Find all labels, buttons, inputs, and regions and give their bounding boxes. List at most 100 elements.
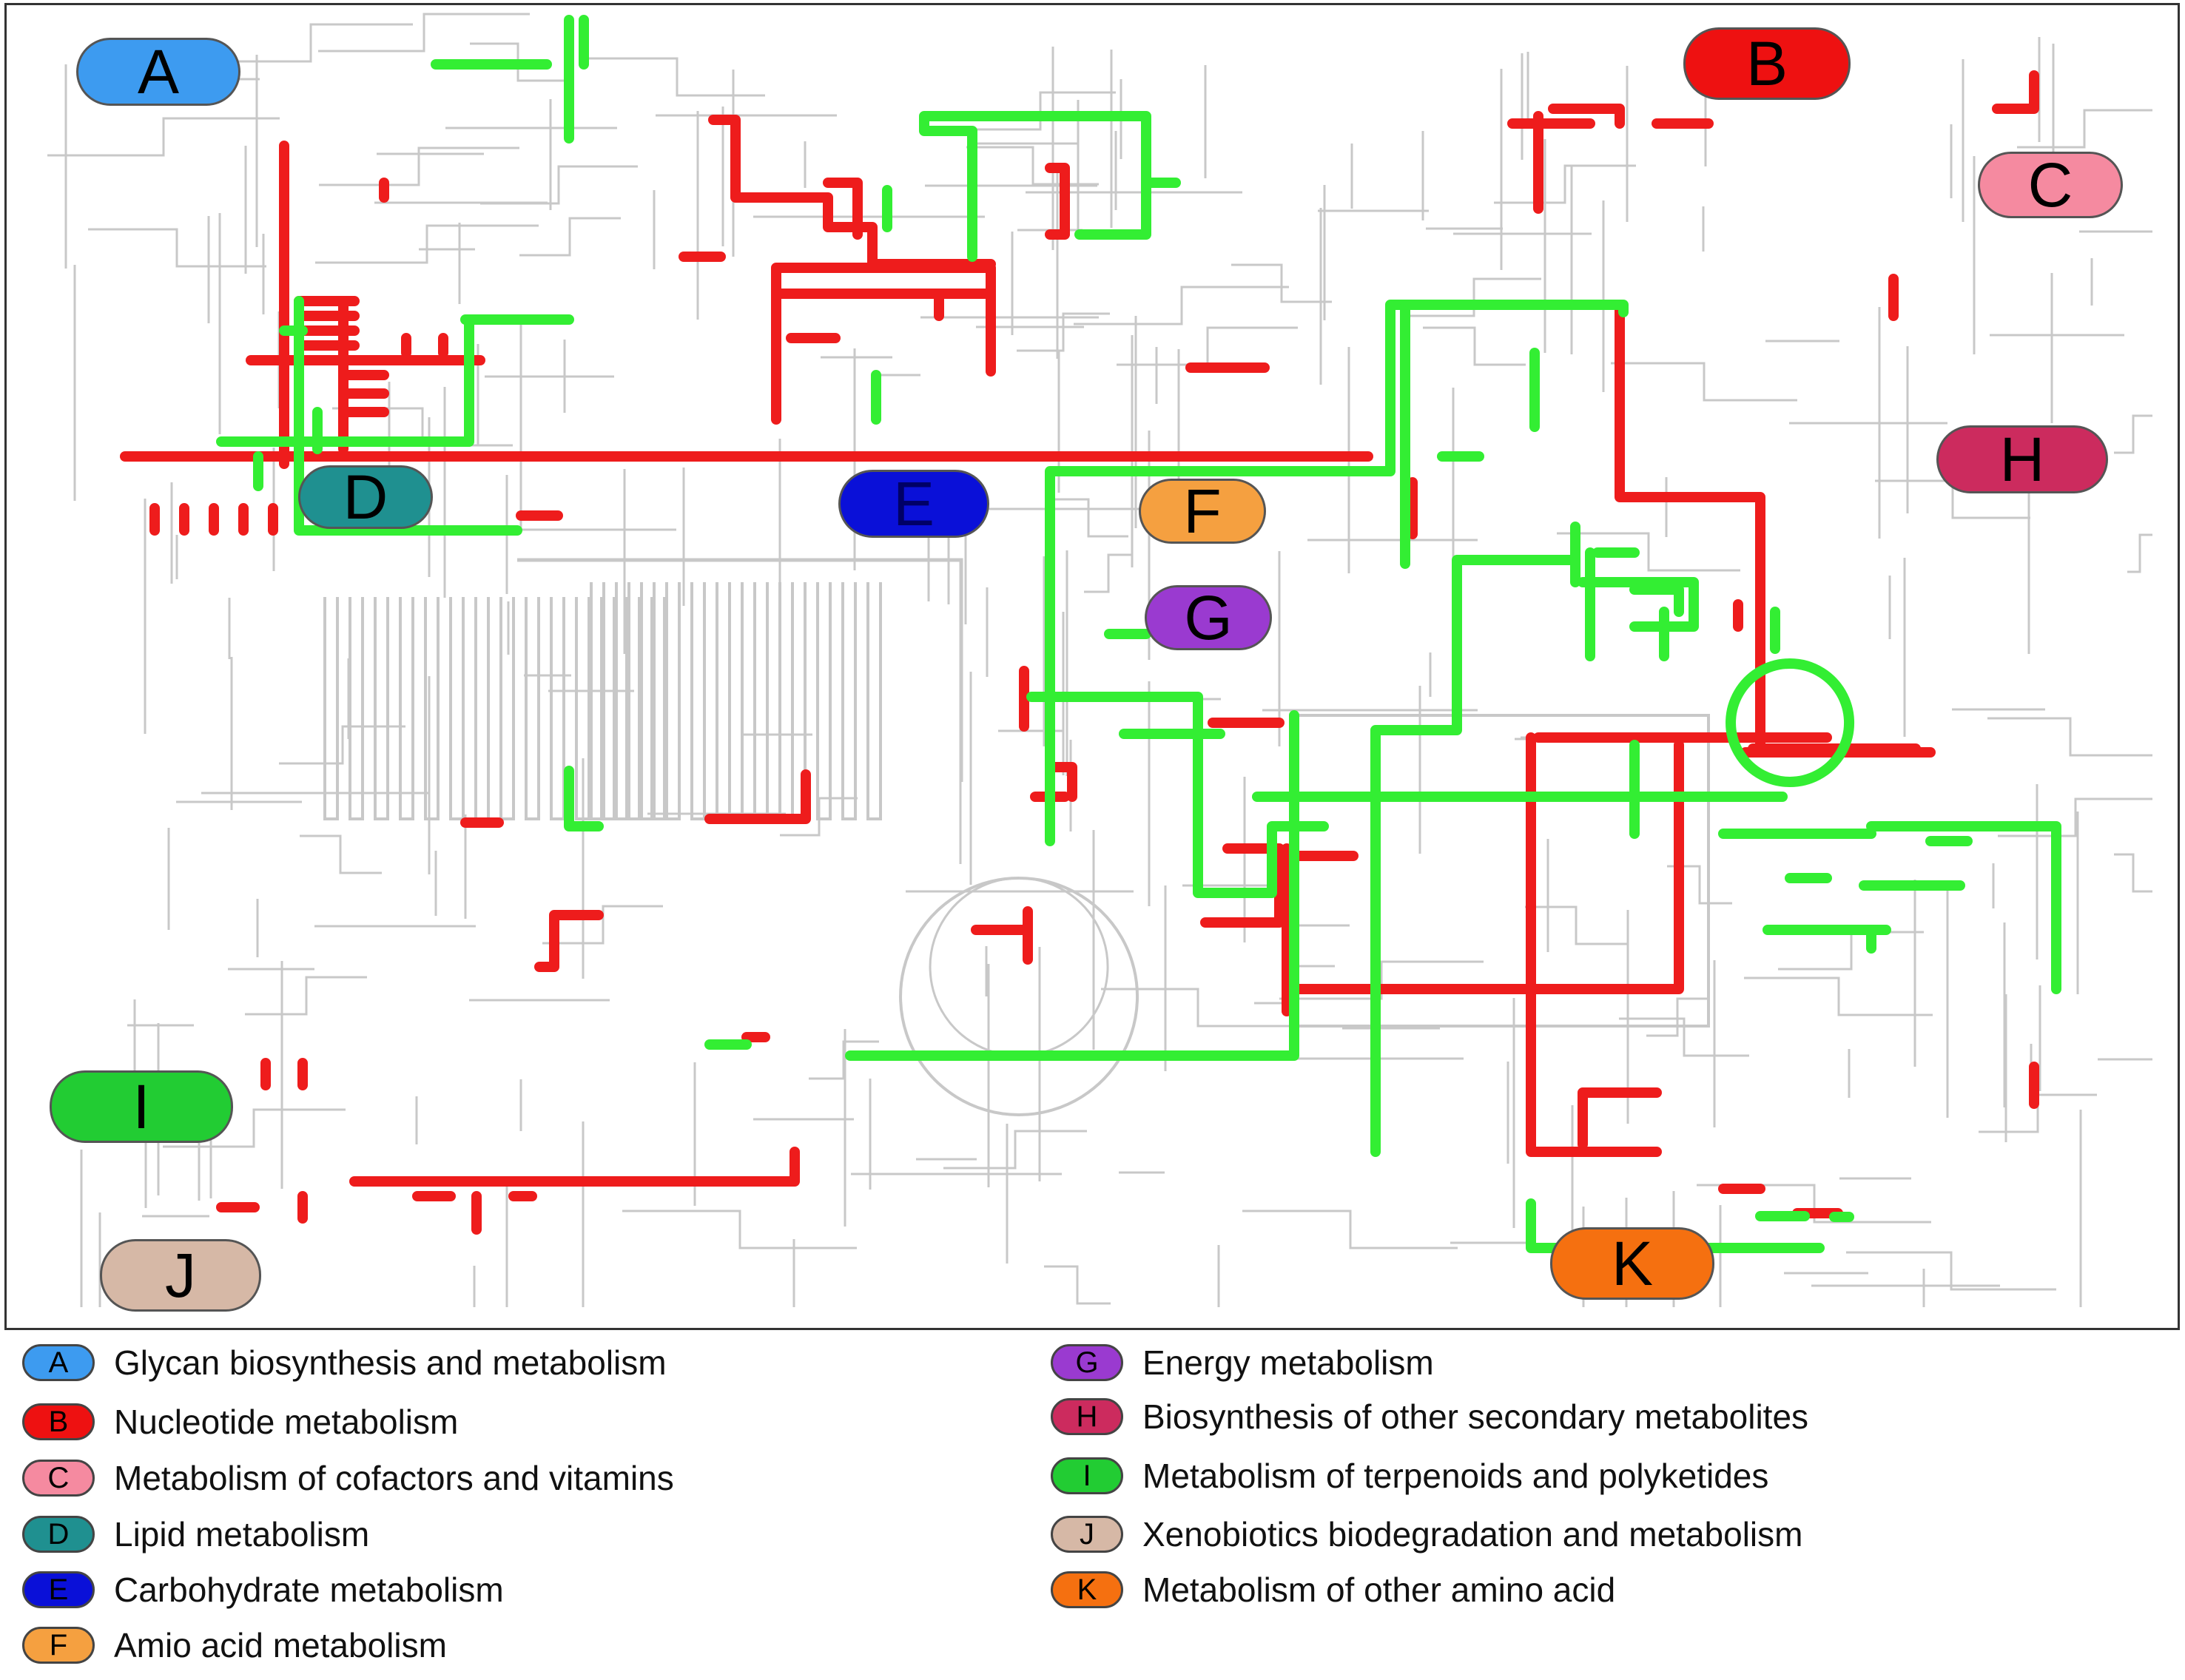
grey-pathway bbox=[716, 582, 731, 820]
legend-badge-J: J bbox=[1051, 1516, 1123, 1553]
legend-item-J: J Xenobiotics biodegradation and metabol… bbox=[1051, 1508, 1802, 1560]
grey-pathway bbox=[300, 834, 382, 874]
legend-badge-K: K bbox=[1051, 1571, 1123, 1608]
red-pathway-26 bbox=[1526, 732, 1662, 1157]
red-pathway-10 bbox=[823, 178, 863, 240]
map-label-E: E bbox=[838, 470, 989, 538]
grey-pathway bbox=[929, 877, 1109, 1057]
legend-item-H: H Biosynthesis of other secondary metabo… bbox=[1051, 1391, 1808, 1443]
grey-pathway bbox=[374, 597, 389, 820]
legend-item-F: F Amio acid metabolism bbox=[22, 1619, 447, 1671]
grey-pathway bbox=[399, 597, 414, 820]
grey-pathway bbox=[1017, 312, 1110, 352]
legend: A Glycan biosynthesis and metabolism B N… bbox=[0, 1332, 2185, 1680]
legend-badge-E: E bbox=[22, 1571, 95, 1608]
legend-badge-D: D bbox=[22, 1516, 95, 1553]
red-pathway-41 bbox=[349, 1147, 800, 1187]
map-label-F: F bbox=[1139, 479, 1266, 544]
legend-text-B: Nucleotide metabolism bbox=[114, 1403, 459, 1441]
legend-badge-H: H bbox=[1051, 1398, 1123, 1435]
legend-text-A: Glycan biosynthesis and metabolism bbox=[114, 1343, 667, 1382]
green-pathway-0 bbox=[431, 15, 589, 144]
legend-item-G: G Energy metabolism bbox=[1051, 1337, 1434, 1389]
legend-text-F: Amio acid metabolism bbox=[114, 1626, 447, 1664]
legend-item-C: C Metabolism of cofactors and vitamins bbox=[22, 1452, 674, 1504]
green-pathway-26 bbox=[1718, 821, 2061, 994]
red-pathway-7 bbox=[149, 503, 278, 536]
green-pathway-20 bbox=[1026, 692, 1329, 898]
legend-text-I: Metabolism of terpenoids and polyketides bbox=[1142, 1457, 1769, 1495]
grey-pathway bbox=[2017, 109, 2152, 149]
green-pathway-23 bbox=[845, 710, 1299, 1061]
grey-pathway bbox=[766, 582, 781, 820]
green-highlighted-pathways bbox=[216, 15, 2061, 1253]
legend-badge-F: F bbox=[22, 1627, 95, 1664]
legend-text-E: Carbohydrate metabolism bbox=[114, 1571, 504, 1609]
grey-pathway bbox=[690, 582, 706, 820]
grey-pathway bbox=[1494, 164, 1636, 204]
grey-pathway bbox=[640, 582, 656, 820]
green-pathway-33 bbox=[564, 766, 604, 831]
map-label-J: J bbox=[100, 1239, 261, 1312]
grey-pathway bbox=[1407, 277, 1541, 317]
legend-text-D: Lipid metabolism bbox=[114, 1515, 370, 1554]
grey-pathway bbox=[1525, 905, 1628, 945]
grey-pathway bbox=[622, 1210, 857, 1249]
grey-pathway bbox=[1619, 1017, 1749, 1057]
green-pathway-16 bbox=[1629, 584, 1684, 617]
grey-pathway bbox=[550, 597, 565, 820]
grey-pathway bbox=[600, 597, 616, 820]
grey-pathway bbox=[47, 117, 280, 157]
map-label-B: B bbox=[1683, 27, 1851, 100]
grey-pathway bbox=[318, 13, 530, 53]
grey-pathway bbox=[519, 217, 621, 257]
legend-text-H: Biosynthesis of other secondary metaboli… bbox=[1142, 1397, 1809, 1436]
grey-pathway bbox=[1979, 1093, 2097, 1133]
grey-pathway bbox=[315, 224, 539, 264]
legend-badge-B: B bbox=[22, 1403, 95, 1440]
metabolic-pathway-map: A B C D E F G H I J K bbox=[4, 3, 2180, 1330]
grey-pathway bbox=[1557, 532, 1740, 572]
red-pathway-31 bbox=[1289, 740, 1684, 994]
grey-pathway bbox=[2127, 533, 2152, 573]
grey-pathway bbox=[525, 597, 540, 820]
legend-item-B: B Nucleotide metabolism bbox=[22, 1396, 458, 1448]
map-label-C: C bbox=[1978, 152, 2123, 218]
grey-pathway bbox=[2114, 414, 2152, 454]
grey-pathway bbox=[943, 1130, 1087, 1170]
grey-pathway bbox=[1242, 1210, 1458, 1249]
red-pathway-27 bbox=[1578, 1087, 1662, 1150]
red-pathway-23 bbox=[1615, 300, 1765, 758]
grey-pathway bbox=[1423, 326, 1526, 366]
legend-text-C: Metabolism of cofactors and vitamins bbox=[114, 1459, 674, 1497]
grey-pathway bbox=[1987, 717, 2152, 757]
grey-pathway bbox=[899, 877, 1139, 1116]
grey-pathway bbox=[625, 597, 641, 820]
grey-pathway bbox=[1074, 286, 1289, 325]
map-label-G: G bbox=[1145, 585, 1272, 650]
grey-pathway bbox=[209, 23, 413, 63]
grey-pathway bbox=[809, 1040, 879, 1080]
background-pathways bbox=[47, 13, 2152, 1307]
red-pathway-3 bbox=[294, 296, 360, 351]
green-pathway-31 bbox=[1526, 1198, 1825, 1253]
pathway-network bbox=[47, 13, 2152, 1307]
grey-pathway bbox=[665, 582, 681, 820]
red-highlighted-pathways bbox=[120, 70, 2039, 1235]
red-pathway-35 bbox=[971, 906, 1033, 965]
grey-pathway bbox=[1778, 931, 1924, 971]
red-pathway-9 bbox=[708, 115, 996, 269]
grey-pathway bbox=[1998, 797, 2152, 837]
legend-text-K: Metabolism of other amino acid bbox=[1142, 1571, 1616, 1609]
grey-pathway bbox=[480, 165, 638, 205]
green-pathway-25 bbox=[1726, 658, 1855, 787]
grey-pathway bbox=[1048, 498, 1128, 538]
grey-pathway bbox=[615, 582, 630, 820]
legend-item-I: I Metabolism of terpenoids and polyketid… bbox=[1051, 1450, 1768, 1502]
green-pathway-10 bbox=[1045, 300, 1629, 846]
grey-pathway bbox=[1875, 479, 2030, 519]
grey-pathway bbox=[866, 582, 882, 820]
grey-pathway bbox=[88, 228, 266, 268]
red-pathway-40 bbox=[216, 1191, 308, 1224]
grey-pathway bbox=[1611, 362, 1797, 402]
